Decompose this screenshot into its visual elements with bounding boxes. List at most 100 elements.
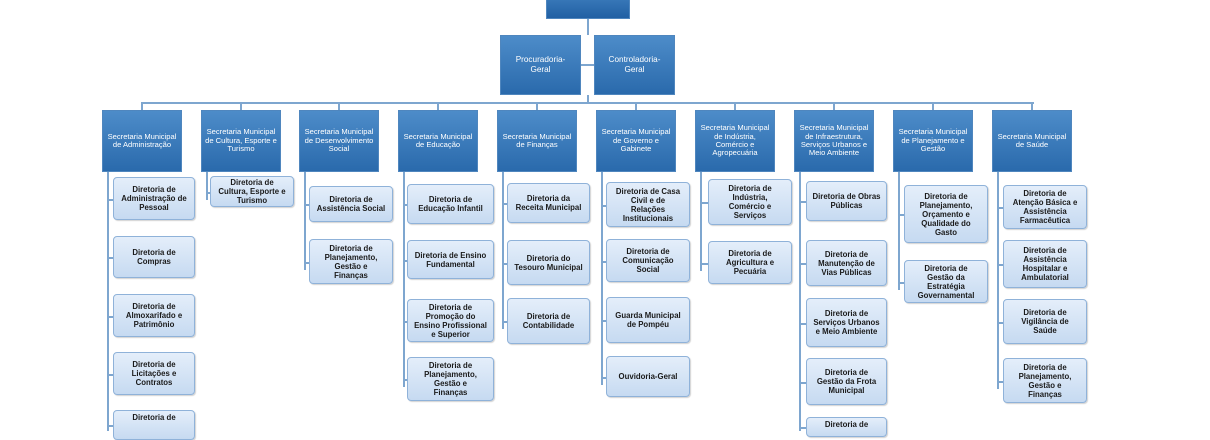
- connector-branch: [107, 374, 113, 376]
- connector-bus: [141, 102, 1034, 104]
- diretoria-box: Diretoria de Manutenção de Vias Públicas: [806, 240, 887, 286]
- connector-branch: [898, 282, 904, 284]
- diretoria-box: Diretoria de Assistência Hospitalar e Am…: [1003, 240, 1087, 288]
- diretoria-box: Ouvidoria-Geral: [606, 356, 690, 397]
- diretoria-box: Diretoria de Agricultura e Pecuária: [708, 241, 792, 284]
- diretoria-box: Diretoria de Planejamento, Gestão e Fina…: [1003, 358, 1087, 403]
- connector-to-bus: [587, 95, 589, 104]
- diretoria-box: Diretoria de Indústria, Comércio e Servi…: [708, 179, 792, 225]
- connector-branch: [601, 261, 606, 263]
- diretoria-box: Diretoria de Licitações e Contratos: [113, 352, 195, 395]
- procuradoria-geral-box: Procuradoria- Geral: [500, 35, 581, 95]
- connector-branch: [601, 320, 606, 322]
- connector-bus-drop: [635, 102, 637, 110]
- connector-branch: [304, 262, 309, 264]
- diretoria-box: Diretoria de Casa Civil e de Relações In…: [606, 182, 690, 227]
- connector-trunk: [700, 172, 702, 271]
- connector-branch: [107, 257, 113, 259]
- connector-trunk: [799, 172, 801, 431]
- secretaria-box: Secretaria Municipal de Administração: [102, 110, 182, 172]
- connector-branch: [502, 263, 507, 265]
- diretoria-box: Diretoria de Contabilidade: [507, 298, 590, 344]
- top-box: [546, 0, 630, 19]
- connector-bus-drop: [536, 102, 538, 110]
- connector-bus-drop: [932, 102, 934, 110]
- secretaria-box: Secretaria Municipal de Educação: [398, 110, 478, 172]
- diretoria-box: Diretoria de Educação Infantil: [407, 184, 494, 224]
- connector-bus-drop: [437, 102, 439, 110]
- connector-branch: [403, 204, 407, 206]
- connector-trunk: [304, 172, 306, 270]
- secretaria-box: Secretaria Municipal de Planejamento e G…: [893, 110, 973, 172]
- connector-branch: [206, 192, 210, 194]
- connector-branch: [799, 201, 806, 203]
- connector-branch: [304, 204, 309, 206]
- connector-bus-drop: [338, 102, 340, 110]
- org-chart: Procuradoria- Geral Controladoria- Geral…: [102, 0, 1087, 440]
- diretoria-box: Diretoria do Tesouro Municipal: [507, 240, 590, 285]
- diretoria-box: Diretoria de Planejamento, Orçamento e Q…: [904, 185, 988, 243]
- connector-top-to-row: [587, 19, 589, 35]
- connector-trunk: [107, 172, 109, 431]
- diretoria-box: Diretoria de Cultura, Esporte e Turismo: [210, 176, 294, 207]
- diretoria-box: Diretoria de Assistência Social: [309, 186, 393, 222]
- diretoria-box: Diretoria de Gestão da Estratégia Govern…: [904, 260, 988, 303]
- diretoria-box: Diretoria de Almoxarifado e Patrimônio: [113, 294, 195, 337]
- connector-trunk: [997, 172, 999, 389]
- diretoria-box: Diretoria de Administração de Pessoal: [113, 177, 195, 220]
- connector-branch: [107, 316, 113, 318]
- connector-trunk: [206, 172, 208, 200]
- diretoria-box: Diretoria de Serviços Urbanos e Meio Amb…: [806, 298, 887, 347]
- connector-branch: [403, 321, 407, 323]
- diretoria-box: Diretoria de Planejamento, Gestão e Fina…: [407, 357, 494, 401]
- diretoria-box: Diretoria de Compras: [113, 236, 195, 278]
- diretoria-box: Diretoria de Vigilância de Saúde: [1003, 299, 1087, 344]
- connector-branch: [997, 264, 1003, 266]
- connector-branch: [107, 199, 113, 201]
- connector-bus-drop: [833, 102, 835, 110]
- connector-bus-drop: [1031, 102, 1033, 110]
- connector-trunk: [898, 172, 900, 290]
- controladoria-geral-box: Controladoria- Geral: [594, 35, 675, 95]
- connector-branch: [799, 382, 806, 384]
- connector-procuradoria-controladoria: [581, 64, 594, 66]
- connector-branch: [601, 205, 606, 207]
- connector-trunk: [601, 172, 603, 385]
- connector-branch: [502, 203, 507, 205]
- connector-branch: [799, 323, 806, 325]
- secretaria-box: Secretaria Municipal de Finanças: [497, 110, 577, 172]
- connector-branch: [403, 379, 407, 381]
- connector-bus-drop: [734, 102, 736, 110]
- connector-bus-drop: [240, 102, 242, 110]
- connector-branch: [898, 214, 904, 216]
- secretaria-box: Secretaria Municipal de Indústria, Comér…: [695, 110, 775, 172]
- secretaria-box: Secretaria Municipal de Infraestrutura, …: [794, 110, 874, 172]
- secretaria-box: Secretaria Municipal de Cultura, Esporte…: [201, 110, 281, 172]
- diretoria-box: Diretoria de Planejamento, Gestão e Fina…: [309, 239, 393, 284]
- secretaria-box: Secretaria Municipal de Saúde: [992, 110, 1072, 172]
- connector-trunk: [502, 172, 504, 329]
- connector-branch: [997, 381, 1003, 383]
- diretoria-box: Diretoria de: [806, 417, 887, 437]
- diretoria-box: Diretoria de Gestão da Frota Municipal: [806, 358, 887, 405]
- connector-trunk: [403, 172, 405, 387]
- connector-branch: [403, 260, 407, 262]
- secretaria-box: Secretaria Municipal de Desenvolvimento …: [299, 110, 379, 172]
- connector-branch: [700, 263, 708, 265]
- connector-branch: [997, 207, 1003, 209]
- diretoria-box: Diretoria de Comunicação Social: [606, 239, 690, 282]
- connector-branch: [700, 202, 708, 204]
- secretaria-box: Secretaria Municipal de Governo e Gabine…: [596, 110, 676, 172]
- diretoria-box: Diretoria de Obras Públicas: [806, 181, 887, 221]
- diretoria-box: Diretoria de Atenção Básica e Assistênci…: [1003, 185, 1087, 229]
- diretoria-box: Diretoria de: [113, 410, 195, 440]
- diretoria-box: Diretoria de Promoção do Ensino Profissi…: [407, 299, 494, 342]
- diretoria-box: Diretoria da Receita Municipal: [507, 183, 590, 223]
- connector-branch: [997, 322, 1003, 324]
- connector-bus-drop: [141, 102, 143, 110]
- diretoria-box: Diretoria de Ensino Fundamental: [407, 240, 494, 279]
- diretoria-box: Guarda Municipal de Pompéu: [606, 297, 690, 343]
- connector-branch: [799, 427, 806, 429]
- connector-branch: [799, 263, 806, 265]
- connector-branch: [601, 377, 606, 379]
